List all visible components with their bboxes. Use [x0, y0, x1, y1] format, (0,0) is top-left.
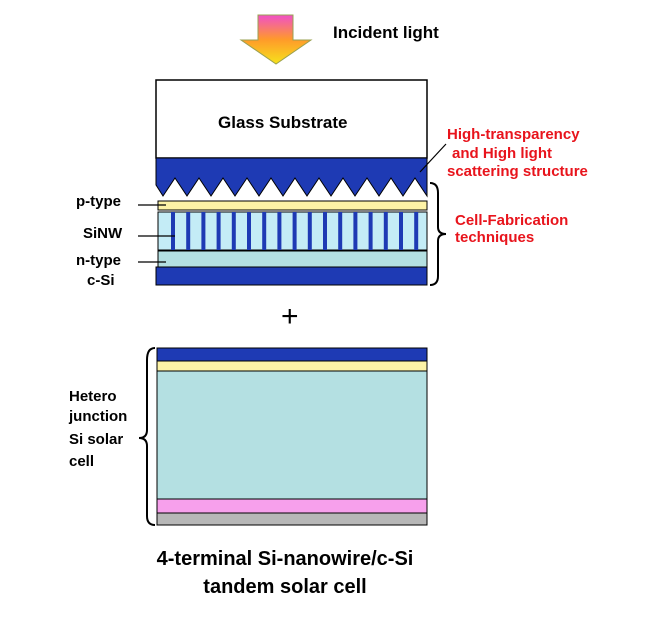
scattering-annotation-line1: High-transparency [447, 126, 580, 143]
fabrication-annotation-line1: Cell-Fabrication [455, 212, 569, 229]
nanowire [292, 212, 297, 250]
nanowire [414, 212, 419, 250]
nanowire [247, 212, 251, 250]
bottom-cell-label-line1: Hetero [69, 388, 117, 405]
nanowire [383, 212, 388, 250]
sinw-label: SiNW [83, 225, 123, 242]
bottom-cell-yellow-layer [156, 360, 428, 372]
incident-light-arrow-icon [239, 14, 313, 65]
nanowire [338, 212, 343, 250]
p-type-layer [157, 200, 428, 211]
bottom-cell-label-line3: Si solar [69, 431, 124, 448]
c-si-label: c-Si [87, 272, 115, 289]
glass-substrate-label: Glass Substrate [218, 113, 348, 132]
bottom-cell-absorber [156, 370, 428, 500]
top-cell-bottom-electrode [155, 266, 428, 286]
bottom-cell-label-line2: junction [69, 408, 128, 425]
nanowire [216, 212, 221, 250]
nanowire [323, 212, 327, 250]
fabrication-brace [429, 182, 447, 286]
n-type-layer [157, 250, 428, 268]
nanowire [171, 212, 175, 250]
nanowire [277, 212, 282, 250]
nanowire [201, 212, 206, 250]
incident-light-label: Incident light [333, 23, 439, 42]
scattering-annotation-line3: scattering structure [447, 163, 588, 180]
nanowire [186, 212, 191, 250]
nanowire [262, 212, 267, 250]
scattering-structure [155, 157, 428, 198]
n-type-label: n-type [76, 252, 121, 269]
nanowire [307, 212, 312, 250]
nanowire [353, 212, 358, 250]
p-type-label: p-type [76, 193, 121, 210]
bottom-cell-top-electrode [156, 347, 428, 362]
caption-line2: tandem solar cell [203, 576, 367, 598]
plus-sign: + [281, 300, 299, 333]
nanowire-array [171, 212, 419, 250]
glass-substrate [155, 79, 428, 159]
scattering-leader-line [419, 143, 447, 173]
bottom-cell-brace [138, 347, 156, 526]
nanowire [368, 212, 373, 250]
nanowire [231, 212, 236, 250]
bottom-cell-back-contact [156, 512, 428, 526]
fabrication-annotation-line2: techniques [455, 229, 535, 246]
scattering-annotation-line2: and High light [452, 145, 552, 162]
bottom-cell-pink-layer [156, 498, 428, 514]
bottom-cell-label-line4: cell [69, 453, 95, 470]
caption-line1: 4-terminal Si-nanowire/c-Si [156, 548, 414, 570]
nanowire [399, 212, 403, 250]
